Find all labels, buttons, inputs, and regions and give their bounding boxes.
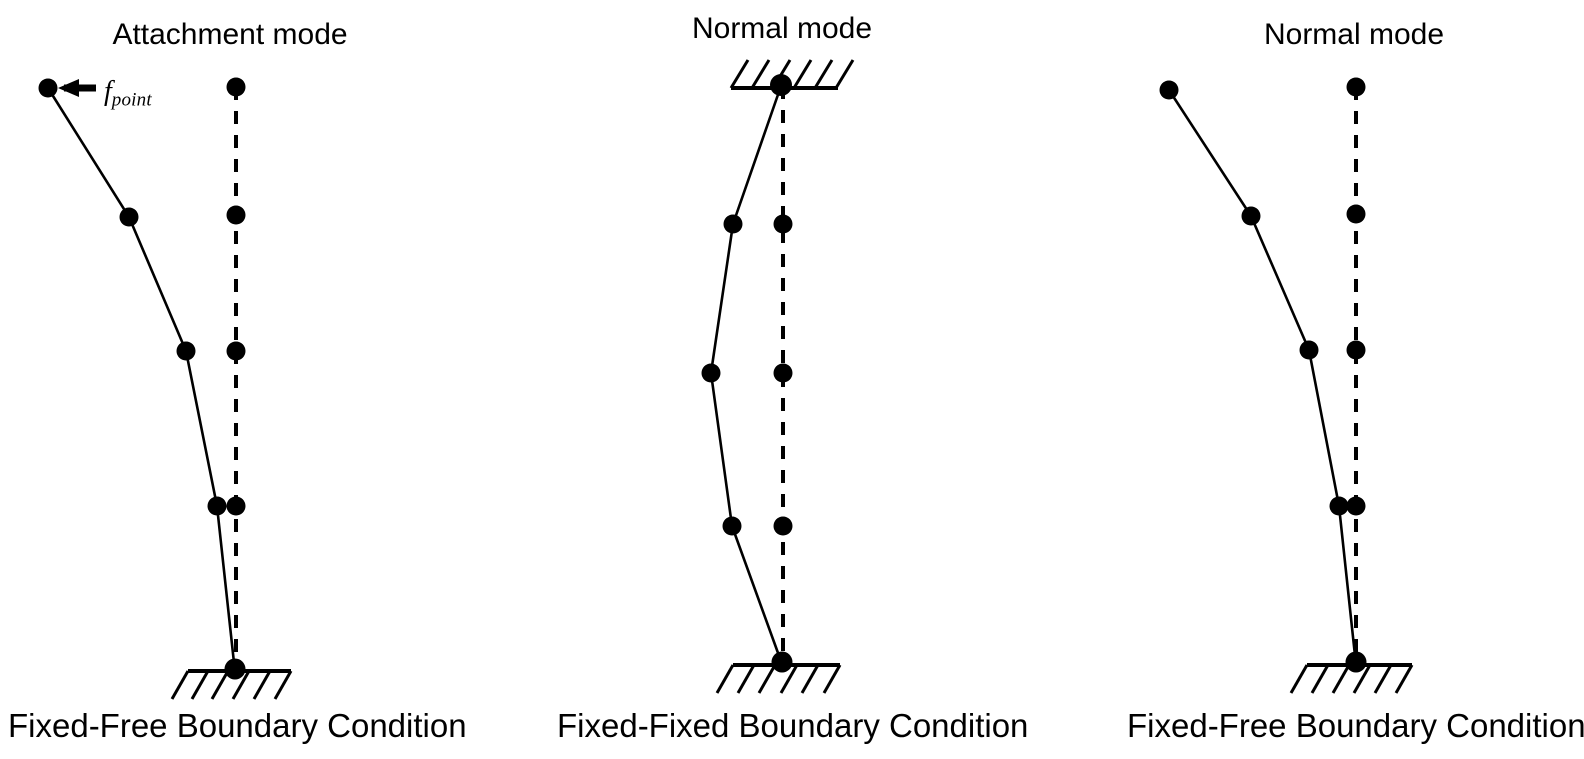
panel-caption-middle: Fixed-Fixed Boundary Condition — [557, 707, 1029, 744]
left-deformed-shape — [46, 86, 237, 674]
left-fixed-support-bottom-icon — [170, 669, 293, 700]
panel-title-left: Attachment mode — [112, 18, 348, 51]
force-label-symbol: f — [104, 76, 112, 107]
force-point-label: fpoint — [104, 76, 152, 111]
middle-fixed-support-top-icon — [729, 59, 855, 90]
force-arrow-icon — [58, 79, 96, 97]
right-support-node — [1345, 651, 1367, 673]
middle-support-node-bottom — [771, 651, 793, 673]
middle-deformed-node — [723, 214, 743, 234]
panel-caption-left: Fixed-Free Boundary Condition — [8, 707, 467, 744]
middle-deformed-node — [722, 516, 742, 536]
left-undeformed-node — [226, 341, 246, 361]
right-deformed-node — [1241, 206, 1261, 226]
middle-undeformed-node — [773, 516, 793, 536]
right-fixed-support-bottom-icon — [1289, 663, 1414, 694]
panel-left-graphics — [38, 77, 293, 700]
left-deformed-node — [119, 207, 139, 227]
right-undeformed-node — [1346, 340, 1366, 360]
right-deformed-node — [1329, 496, 1349, 516]
middle-deformed-shape — [709, 84, 784, 666]
right-undeformed-node — [1346, 496, 1366, 516]
middle-undeformed-node — [773, 214, 793, 234]
force-label-subscript: point — [111, 89, 152, 111]
middle-undeformed-node — [773, 363, 793, 383]
left-deformed-node — [207, 496, 227, 516]
panel-middle-graphics — [701, 59, 855, 694]
middle-support-node-top — [770, 74, 792, 96]
panel-caption-right: Fixed-Free Boundary Condition — [1127, 707, 1584, 744]
right-undeformed-node — [1346, 77, 1366, 97]
middle-fixed-support-bottom-icon — [715, 663, 842, 694]
right-undeformed-node — [1346, 204, 1366, 224]
left-undeformed-node — [226, 205, 246, 225]
middle-deformed-node — [701, 363, 721, 383]
right-deformed-shape — [1167, 88, 1358, 667]
panel-title-right: Normal mode — [1263, 18, 1445, 51]
panel-right-graphics — [1159, 77, 1414, 694]
left-undeformed-node — [226, 496, 246, 516]
left-deformed-node — [38, 78, 58, 98]
panel-title-middle: Normal mode — [691, 12, 873, 45]
right-deformed-node — [1159, 80, 1179, 100]
left-deformed-node — [176, 341, 196, 361]
left-undeformed-node — [226, 77, 246, 97]
right-deformed-node — [1299, 340, 1319, 360]
